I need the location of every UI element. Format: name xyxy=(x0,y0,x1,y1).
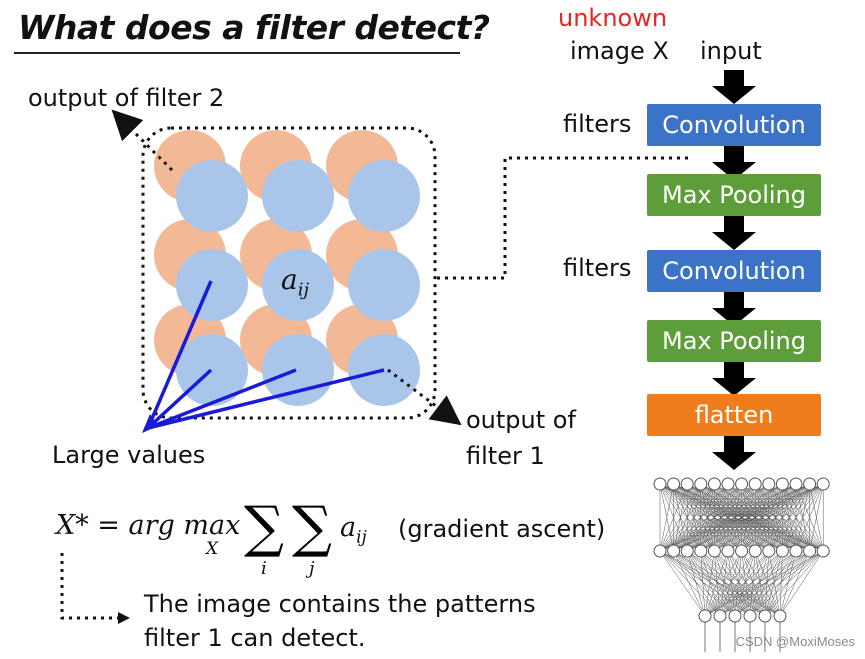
formula-sum-j: j xyxy=(309,558,315,579)
max-pooling-block-1: Max Pooling xyxy=(647,174,821,216)
network-node xyxy=(758,609,772,623)
page-title: What does a filter detect? xyxy=(18,8,490,47)
blue-circle xyxy=(176,334,248,406)
conclusion-line2: filter 1 can detect. xyxy=(144,624,366,652)
down-arrow xyxy=(712,436,756,470)
network-node xyxy=(748,544,762,558)
network-node xyxy=(653,544,667,558)
blue-circle xyxy=(348,160,420,232)
network-node xyxy=(803,544,817,558)
network-node xyxy=(713,609,727,623)
conclusion-pointer xyxy=(60,553,118,620)
filters-label-2: filters xyxy=(563,254,632,282)
formula-lhs: X* = arg max xyxy=(56,510,241,541)
filters-label-1: filters xyxy=(563,110,632,138)
sum-sign-i: ∑ xyxy=(244,495,284,560)
network-node xyxy=(789,477,803,491)
output-filter2-label: output of filter 2 xyxy=(28,84,225,112)
network-node xyxy=(721,477,735,491)
network-node xyxy=(680,477,694,491)
watermark: CSDN @MoxiMoses xyxy=(735,634,855,649)
network-node xyxy=(748,477,762,491)
sum-sign-j: ∑ xyxy=(292,495,332,560)
network-node xyxy=(773,609,787,623)
network-node xyxy=(694,544,708,558)
network-node xyxy=(721,544,735,558)
network-node xyxy=(775,544,789,558)
fully-connected-network xyxy=(653,477,830,652)
aij-label: aij xyxy=(281,263,310,301)
blue-circle xyxy=(262,334,334,406)
formula-term: aij xyxy=(340,512,367,548)
blue-circle xyxy=(176,160,248,232)
formula-note: (gradient ascent) xyxy=(398,515,606,543)
down-arrow xyxy=(712,292,756,326)
formula-max-subscript: X xyxy=(206,539,219,559)
feature-map-box xyxy=(141,126,437,420)
network-node xyxy=(743,609,757,623)
network-node xyxy=(775,477,789,491)
network-node xyxy=(728,609,742,623)
down-arrow xyxy=(712,70,756,104)
convolution-block-1: Convolution xyxy=(647,104,821,146)
box-to-pipeline-connector xyxy=(437,156,688,280)
network-node xyxy=(735,544,749,558)
network-node xyxy=(694,477,708,491)
formula-sum-i: i xyxy=(261,558,267,579)
pipeline-arrows xyxy=(712,70,756,470)
filter1-pointer xyxy=(387,368,462,426)
conclusion-line1: The image contains the patterns xyxy=(144,590,536,618)
blue-circle xyxy=(348,249,420,321)
large-values-label: Large values xyxy=(52,441,206,469)
down-arrow xyxy=(712,362,756,396)
network-node xyxy=(735,477,749,491)
network-node xyxy=(680,544,694,558)
down-arrow xyxy=(712,216,756,250)
network-node xyxy=(816,477,830,491)
blue-circle xyxy=(262,249,334,321)
network-node xyxy=(803,477,817,491)
network-node xyxy=(707,544,721,558)
network-node xyxy=(653,477,667,491)
large-values-arrowhead xyxy=(142,414,158,433)
large-values-lines xyxy=(146,280,385,430)
network-node xyxy=(789,544,803,558)
blue-circle xyxy=(262,160,334,232)
network-node xyxy=(698,609,712,623)
flatten-block: flatten xyxy=(647,394,821,436)
max-pooling-block-2: Max Pooling xyxy=(647,320,821,362)
network-node xyxy=(667,544,681,558)
network-node xyxy=(667,477,681,491)
output-filter1-label-line2: filter 1 xyxy=(466,442,545,470)
feature-map-circles xyxy=(154,130,420,406)
blue-circle xyxy=(176,249,248,321)
input-label: input xyxy=(700,37,762,65)
convolution-block-2: Convolution xyxy=(647,250,821,292)
title-underline xyxy=(14,52,460,54)
network-node xyxy=(762,477,776,491)
image-x-label: image X xyxy=(570,37,669,65)
unknown-label: unknown xyxy=(558,4,668,32)
output-filter1-label-line1: output of xyxy=(466,406,576,434)
network-node xyxy=(762,544,776,558)
network-node xyxy=(707,477,721,491)
network-node xyxy=(816,544,830,558)
down-arrow xyxy=(712,146,756,180)
